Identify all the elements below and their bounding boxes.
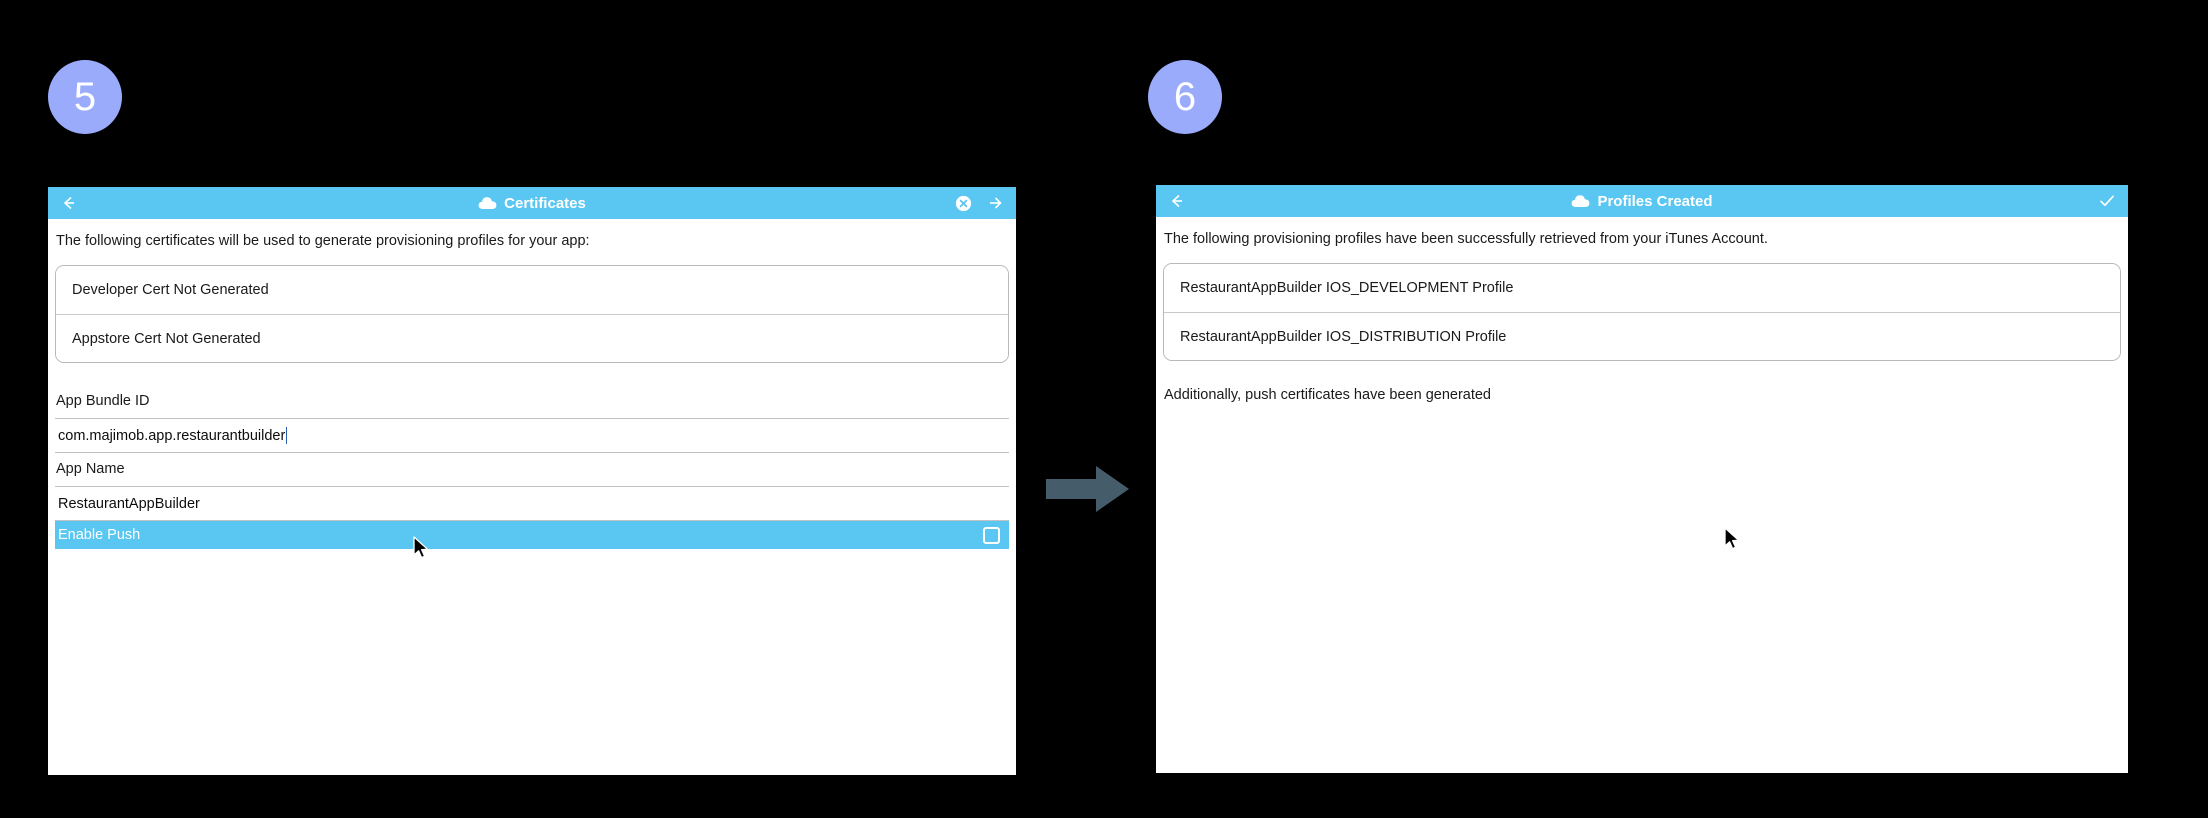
app-details-form: App Bundle ID com.majimob.app.restaurant… (55, 385, 1009, 549)
checkmark-icon[interactable] (2098, 192, 2116, 210)
left-titlebar-right-group (955, 194, 1004, 212)
right-titlebar: Profiles Created (1156, 185, 2128, 217)
app-bundle-id-label: App Bundle ID (55, 385, 1009, 419)
left-titlebar: Certificates (48, 187, 1016, 219)
right-titlebar-left-group (1168, 192, 1186, 210)
certificates-intro-text: The following certificates will be used … (56, 233, 590, 249)
step-badge-5: 5 (48, 60, 122, 134)
right-titlebar-right-group (2098, 192, 2116, 210)
list-item[interactable]: RestaurantAppBuilder IOS_DISTRIBUTION Pr… (1164, 312, 2120, 360)
arrow-right-icon[interactable] (986, 194, 1004, 212)
left-title-group: Certificates (48, 195, 1016, 212)
arrow-left-icon[interactable] (60, 194, 78, 212)
left-title-text: Certificates (504, 194, 586, 212)
checkbox-unchecked-icon[interactable] (983, 526, 1000, 544)
cloud-icon (1571, 194, 1590, 208)
list-item[interactable]: RestaurantAppBuilder IOS_DEVELOPMENT Pro… (1164, 264, 2120, 312)
app-name-value: RestaurantAppBuilder (58, 495, 200, 512)
cloud-icon (478, 196, 497, 210)
list-item[interactable]: Developer Cert Not Generated (56, 266, 1008, 314)
app-bundle-id-value: com.majimob.app.restaurantbuilder (58, 427, 286, 444)
app-name-label: App Name (55, 453, 1009, 487)
list-item[interactable]: Appstore Cert Not Generated (56, 314, 1008, 362)
certificates-card: Developer Cert Not Generated Appstore Ce… (55, 265, 1009, 363)
step-badge-6: 6 (1148, 60, 1222, 134)
enable-push-label: Enable Push (58, 527, 141, 543)
profiles-intro-text: The following provisioning profiles have… (1164, 231, 1768, 247)
left-titlebar-left-group (60, 194, 78, 212)
app-bundle-id-field[interactable]: com.majimob.app.restaurantbuilder (55, 419, 1009, 453)
certificates-screen: Certificates The following certificates … (48, 187, 1016, 775)
right-title-group: Profiles Created (1156, 193, 2128, 210)
enable-push-row[interactable]: Enable Push (55, 521, 1009, 549)
right-panel-body: The following provisioning profiles have… (1156, 217, 2128, 403)
profiles-created-screen: Profiles Created The following provision… (1156, 185, 2128, 773)
flow-arrow (1046, 466, 1130, 512)
app-name-field[interactable]: RestaurantAppBuilder (55, 487, 1009, 521)
text-caret (286, 427, 288, 444)
left-panel-body: The following certificates will be used … (48, 219, 1016, 549)
arrow-left-icon[interactable] (1168, 192, 1186, 210)
close-circle-icon[interactable] (955, 195, 972, 212)
profiles-card: RestaurantAppBuilder IOS_DEVELOPMENT Pro… (1163, 263, 2121, 361)
push-certificates-note: Additionally, push certificates have bee… (1164, 387, 1492, 403)
right-title-text: Profiles Created (1597, 192, 1713, 210)
